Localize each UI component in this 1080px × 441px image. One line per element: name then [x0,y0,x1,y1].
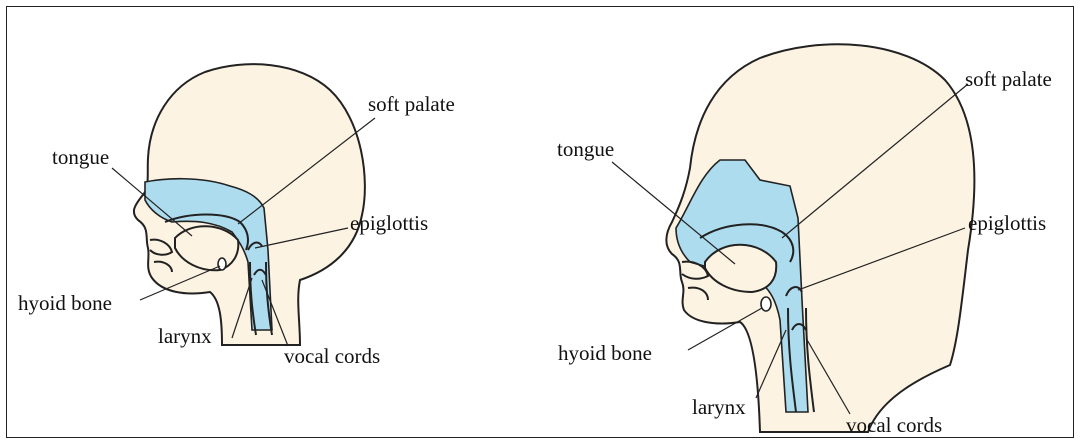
left-label-epiglottis: epiglottis [350,211,428,235]
left-label-soft-palate: soft palate [368,92,455,116]
left-hyoid-bone [218,258,226,270]
right-label-soft-palate: soft palate [965,67,1052,91]
right-label-hyoid-bone: hyoid bone [558,341,652,365]
right-head-diagram: tongue soft palate epiglottis hyoid bone… [557,44,1052,437]
left-label-larynx: larynx [158,324,212,348]
right-label-larynx: larynx [692,395,746,419]
right-hyoid-bone [761,297,771,311]
right-label-tongue: tongue [557,137,614,161]
left-label-tongue: tongue [52,145,109,169]
left-label-hyoid-bone: hyoid bone [18,291,112,315]
right-label-vocal-cords: vocal cords [846,413,942,437]
right-label-epiglottis: epiglottis [968,211,1046,235]
left-head-diagram: tongue soft palate epiglottis hyoid bone… [18,64,455,368]
left-label-vocal-cords: vocal cords [284,344,380,368]
